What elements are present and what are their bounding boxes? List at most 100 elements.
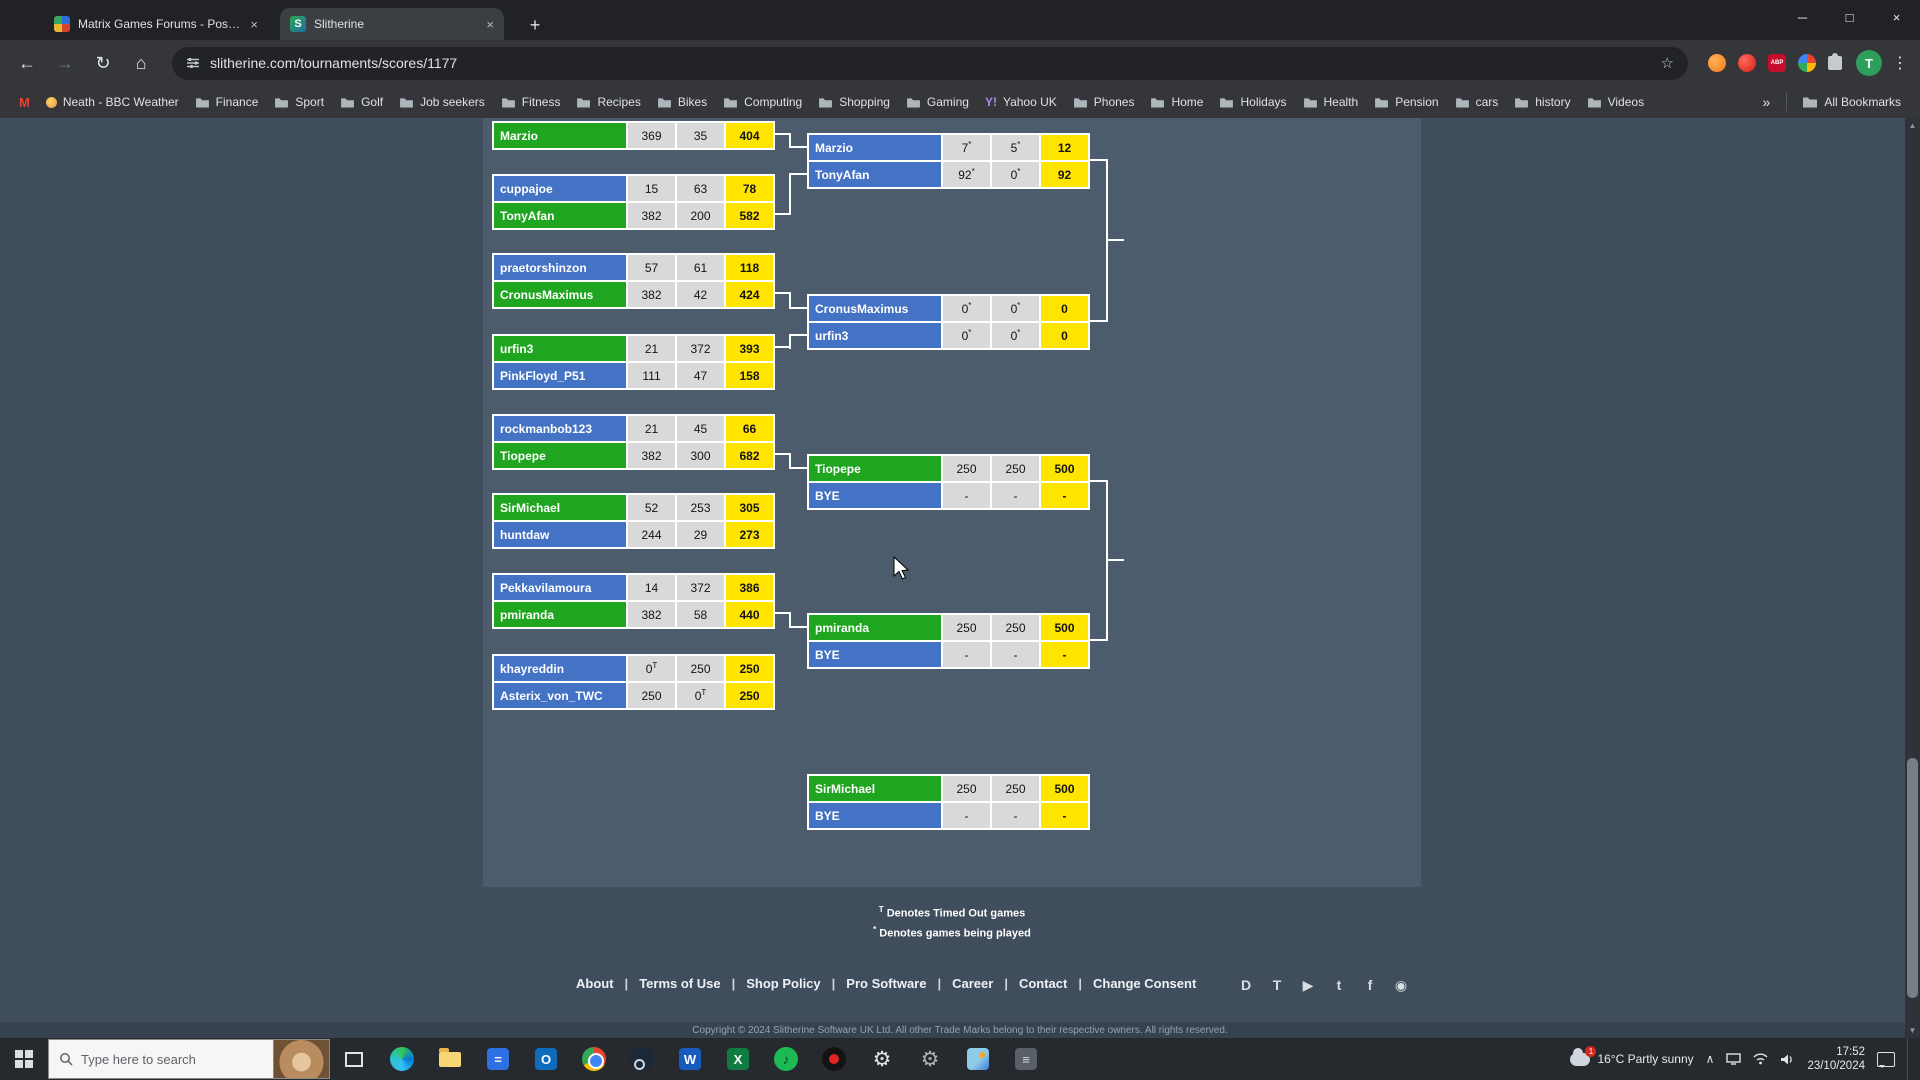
- back-button[interactable]: ←: [18, 52, 36, 73]
- scroll-down-arrow[interactable]: ▼: [1908, 1026, 1917, 1035]
- footer-link-separator: |: [1078, 976, 1082, 991]
- excel-icon[interactable]: X: [714, 1038, 762, 1080]
- home-button[interactable]: ⌂: [135, 52, 147, 73]
- photos-icon[interactable]: [954, 1038, 1002, 1080]
- bookmark-item[interactable]: Shopping: [811, 91, 897, 113]
- youtube-icon[interactable]: ▶: [1302, 976, 1314, 993]
- file-explorer-icon[interactable]: [426, 1038, 474, 1080]
- footer-link-shop-policy[interactable]: Shop Policy: [746, 976, 821, 991]
- footer-link-change-consent[interactable]: Change Consent: [1092, 976, 1197, 991]
- taskbar-clock[interactable]: 17:52 23/10/2024: [1807, 1045, 1865, 1073]
- bookmark-item[interactable]: cars: [1448, 91, 1506, 113]
- bookmark-item[interactable]: Golf: [333, 91, 390, 113]
- bookmark-item[interactable]: Videos: [1580, 91, 1651, 113]
- window-maximize-button[interactable]: □: [1845, 9, 1854, 25]
- scroll-up-arrow[interactable]: ▲: [1908, 121, 1917, 130]
- bookmark-item[interactable]: Computing: [716, 91, 809, 113]
- score-cell: 369: [628, 123, 675, 148]
- score-cell: 14: [628, 575, 675, 600]
- calculator-icon[interactable]: =: [474, 1038, 522, 1080]
- window-close-button[interactable]: ×: [1892, 9, 1901, 25]
- outlook-icon[interactable]: O: [522, 1038, 570, 1080]
- score-cell: 61: [677, 255, 724, 280]
- media-icon[interactable]: [810, 1038, 858, 1080]
- twitch-icon[interactable]: T: [1272, 977, 1282, 993]
- tab-slitherine[interactable]: S Slitherine ×: [280, 8, 504, 40]
- bookmark-item[interactable]: Job seekers: [392, 91, 492, 113]
- search-highlight-image[interactable]: [274, 1039, 330, 1079]
- score-cell: 250: [943, 776, 990, 801]
- player-name-cell: rockmanbob123: [494, 416, 626, 441]
- edge-icon[interactable]: [378, 1038, 426, 1080]
- task-view-icon[interactable]: [330, 1038, 378, 1080]
- browser-menu-icon[interactable]: ⋮: [1892, 55, 1908, 72]
- facebook-icon[interactable]: f: [1367, 977, 1373, 993]
- bookmark-item[interactable]: Phones: [1066, 91, 1142, 113]
- discord-icon[interactable]: D: [1240, 977, 1252, 993]
- word-icon[interactable]: W: [666, 1038, 714, 1080]
- footer-link-contact[interactable]: Contact: [1018, 976, 1068, 991]
- adblock-extension-icon[interactable]: [1738, 54, 1756, 72]
- google-extension-icon[interactable]: [1798, 54, 1816, 72]
- weather-widget[interactable]: 1 16°C Partly sunny: [1570, 1045, 1694, 1066]
- spotify-icon[interactable]: ♪: [762, 1038, 810, 1080]
- scrollbar-thumb[interactable]: [1907, 758, 1918, 998]
- tab-close-icon[interactable]: ×: [250, 16, 258, 32]
- footer-link-about[interactable]: About: [576, 976, 614, 991]
- bookmark-item[interactable]: Gaming: [899, 91, 976, 113]
- start-button[interactable]: [0, 1038, 48, 1080]
- bookmark-item[interactable]: Sport: [267, 91, 331, 113]
- tray-chevron-up-icon[interactable]: ∧: [1705, 1052, 1715, 1066]
- bookmark-item[interactable]: Home: [1143, 91, 1210, 113]
- bookmark-item[interactable]: Pension: [1367, 91, 1445, 113]
- instagram-icon[interactable]: ◉: [1394, 976, 1408, 993]
- bookmark-item[interactable]: M: [12, 91, 37, 114]
- utility-icon[interactable]: ≡: [1002, 1038, 1050, 1080]
- bookmark-item[interactable]: Y!Yahoo UK: [978, 91, 1064, 113]
- footer-link-terms-of-use[interactable]: Terms of Use: [639, 976, 721, 991]
- bookmark-item[interactable]: Recipes: [569, 91, 647, 113]
- bookmark-item[interactable]: Fitness: [494, 91, 568, 113]
- page-scrollbar[interactable]: ▲ ▼: [1905, 118, 1920, 1038]
- score-cell: 244: [628, 522, 675, 547]
- reload-button[interactable]: ↻: [95, 52, 111, 73]
- avast-extension-icon[interactable]: [1708, 54, 1726, 72]
- taskbar-search-input[interactable]: Type here to search: [48, 1039, 274, 1079]
- action-center-icon[interactable]: [1877, 1051, 1895, 1068]
- tab-close-icon[interactable]: ×: [486, 16, 494, 32]
- forward-button[interactable]: →: [56, 52, 74, 73]
- footer-link-pro-software[interactable]: Pro Software: [846, 976, 927, 991]
- steam-icon[interactable]: [618, 1038, 666, 1080]
- site-info-icon[interactable]: [186, 56, 200, 70]
- abp-extension-icon[interactable]: ABP: [1768, 54, 1786, 72]
- tab-matrix-forums[interactable]: Matrix Games Forums - Post a ... ×: [44, 8, 268, 40]
- address-bar[interactable]: slitherine.com/tournaments/scores/1177 ☆: [172, 46, 1688, 80]
- footer-link-separator: |: [831, 976, 836, 991]
- settings-icon[interactable]: ⚙: [872, 1047, 892, 1071]
- bookmark-item[interactable]: Neath - BBC Weather: [39, 91, 186, 113]
- chrome-icon[interactable]: [570, 1038, 618, 1080]
- bookmark-item[interactable]: Health: [1296, 91, 1366, 113]
- profile-avatar[interactable]: T: [1856, 50, 1882, 76]
- volume-tray-icon[interactable]: [1780, 1053, 1795, 1066]
- footer-link-career[interactable]: Career: [952, 976, 994, 991]
- window-minimize-button[interactable]: ─: [1797, 9, 1808, 25]
- network-tray-icon[interactable]: [1753, 1053, 1768, 1065]
- bookmarks-overflow-chevron[interactable]: »: [1762, 94, 1771, 110]
- bracket-connector: [1106, 559, 1124, 561]
- bookmark-item[interactable]: Bikes: [650, 91, 714, 113]
- score-cell: 250: [992, 615, 1039, 640]
- twitter-icon[interactable]: t: [1336, 977, 1342, 993]
- new-tab-button[interactable]: +: [529, 14, 541, 35]
- bookmark-item[interactable]: Holidays: [1212, 91, 1293, 113]
- all-bookmarks-button[interactable]: All Bookmarks: [1795, 91, 1908, 113]
- show-desktop-button[interactable]: [1907, 1038, 1912, 1080]
- display-tray-icon[interactable]: [1726, 1053, 1742, 1065]
- extensions-puzzle-icon[interactable]: [1828, 53, 1842, 70]
- bookmark-item[interactable]: history: [1507, 91, 1577, 113]
- bookmark-item[interactable]: Finance: [188, 91, 266, 113]
- settings-alt-icon[interactable]: ⚙: [920, 1047, 940, 1071]
- bracket-connector: [789, 173, 791, 215]
- bookmark-star-icon[interactable]: ☆: [1660, 55, 1674, 72]
